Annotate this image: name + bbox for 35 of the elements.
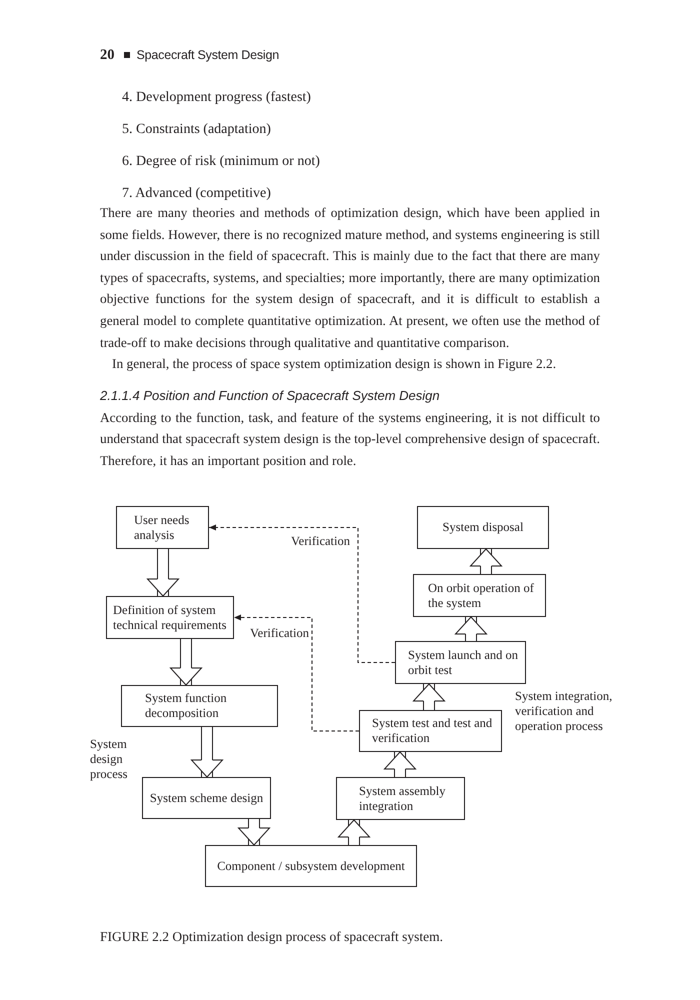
node-text: System assembly integration: [359, 784, 446, 814]
connector-arrow: [208, 524, 396, 663]
paragraph: In general, the process of space system optimization design is shown in Figure 2.2.: [111, 355, 558, 374]
list-item: 6. Degree of risk (minimum or not): [122, 153, 321, 171]
node-text: System disposal: [442, 520, 524, 535]
page-number: 20: [100, 46, 114, 65]
process-box: [205, 845, 417, 887]
connector-arrow: [234, 614, 360, 732]
node-text: Component / subsystem development: [216, 858, 406, 874]
process-box: [106, 596, 234, 639]
paragraph: There are many theories and methods of optimization design, which have been applied in some fields. However, there is no recognized mature method, and systems engineering is still under discussion in the field of spacecraft. This is mainly due to the fact that there are many types of spacecrafts, systems, and specialties; more importantly, there are many optimization objective functions for the system design of spacecraft, and it is difficult to establish a general model to complete quantitative optimization. At present, we often use the method of trade-off to make decisions through qualitative and quantitative comparison.: [100, 204, 600, 352]
process-box: [395, 641, 526, 684]
process-box: [142, 777, 271, 819]
node-text: System function decomposition: [145, 691, 228, 721]
node-text: On orbit operation of the system: [428, 580, 535, 610]
process-box: [336, 777, 465, 820]
figure-caption: FIGURE 2.2 Optimization design process of spacecraft system.: [100, 928, 444, 946]
node-text: Definition of system technical requirements: [113, 602, 228, 632]
node-text: System launch and on orbit test: [408, 648, 520, 678]
list-item: 4. Development progress (fastest): [122, 89, 312, 107]
node-text: User needs analysis: [134, 512, 190, 542]
process-box: [359, 710, 502, 752]
annotation-text: System design process: [90, 737, 128, 782]
process-box: [121, 685, 278, 727]
paragraph: According to the function, task, and feature of the systems engineering, it is not difficult to understand that spacecraft system design is the top-level comprehensive design of spacecraft. Therefore, it has an important position and role.: [100, 408, 600, 470]
process-box: [413, 574, 546, 617]
list-item: 7. Advanced (competitive): [122, 185, 272, 203]
process-box: [417, 506, 549, 549]
node-text: System test and test and verification: [372, 716, 494, 746]
process-box: [116, 506, 209, 549]
annotation-text: System integration, verification and operation process: [515, 689, 614, 734]
running-head: Spacecraft System Design: [136, 47, 279, 64]
section-heading: 2.1.1.4 Position and Function of Spacecraft System Design: [100, 386, 441, 405]
node-text: System scheme design: [148, 790, 264, 806]
list-item: 5. Constraints (adaptation): [122, 121, 272, 139]
